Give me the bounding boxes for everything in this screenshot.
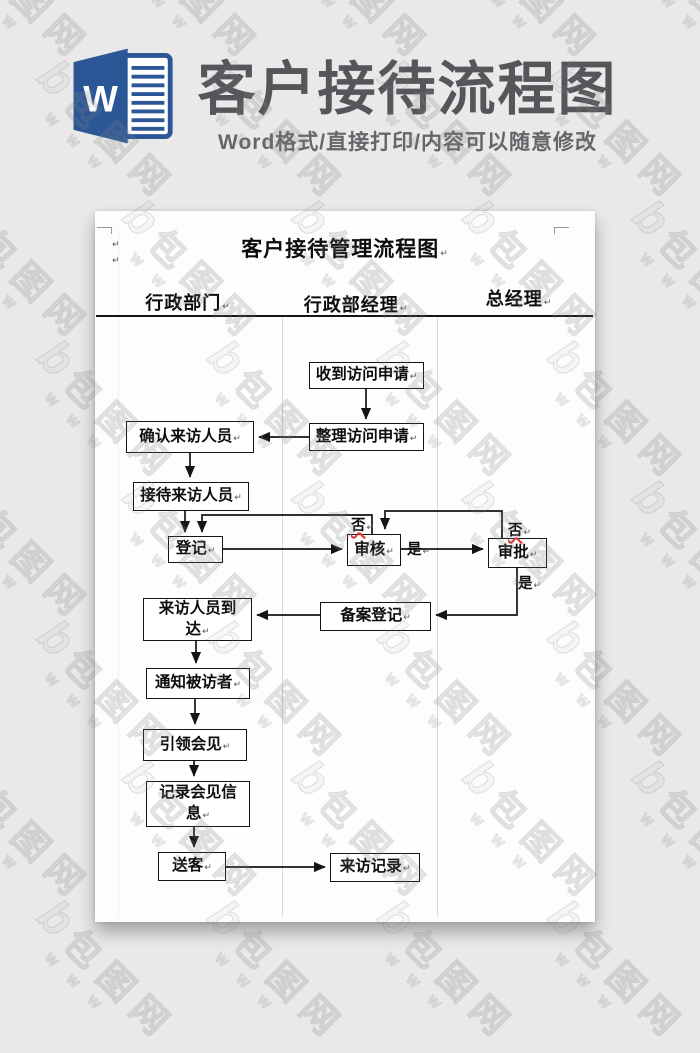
flow-node-register[interactable]: 登记↵ xyxy=(168,536,223,563)
paragraph-mark: ↵ xyxy=(399,303,409,313)
lane-header-admin-dept: 行政部门↵ xyxy=(145,293,231,313)
edge-label-no-review: 否↵ xyxy=(351,518,375,534)
edge-label-yes-approve: 是↵ xyxy=(518,576,542,592)
text-boundary-line xyxy=(118,229,119,916)
paragraph-mark: ↵ xyxy=(409,432,418,443)
lane-header-rule xyxy=(96,315,593,317)
lane-header-general-manager: 总经理↵ xyxy=(485,289,553,309)
paragraph-mark: ↵ xyxy=(402,863,411,874)
flow-node-organize-application[interactable]: 整理访问申请↵ xyxy=(309,423,424,451)
paragraph-mark: ↵ xyxy=(422,546,431,556)
text-boundary-corner-mark xyxy=(97,227,112,234)
flow-node-confirm-visitors[interactable]: 确认来访人员↵ xyxy=(126,421,254,453)
paragraph-mark: ↵ xyxy=(112,255,120,265)
paragraph-mark: ↵ xyxy=(366,522,375,532)
word-icon-letter: W xyxy=(83,78,118,119)
paragraph-mark: ↵ xyxy=(207,545,216,556)
template-subtitle: Word格式/直接打印/内容可以随意修改 xyxy=(218,131,597,154)
word-icon: W xyxy=(73,48,173,144)
paragraph-mark: ↵ xyxy=(403,612,411,623)
flow-node-approve[interactable]: 审批↵ xyxy=(488,538,547,568)
edge-label-no-approve: 否↵ xyxy=(508,523,532,539)
paragraph-mark: ↵ xyxy=(543,297,553,307)
template-header: W 客户接待流程图 Word格式/直接打印/内容可以随意修改 xyxy=(0,0,700,180)
paragraph-mark: ↵ xyxy=(523,527,532,537)
paragraph-mark: ↵ xyxy=(234,492,242,503)
flow-node-visit-record[interactable]: 来访记录↵ xyxy=(330,853,420,882)
flow-node-visitors-arrive[interactable]: 来访人员到达↵ xyxy=(143,598,252,641)
paragraph-mark: ↵ xyxy=(204,862,212,873)
paragraph-mark: ↵ xyxy=(112,239,120,249)
paragraph-mark: ↵ xyxy=(233,679,242,690)
paragraph-mark: ↵ xyxy=(533,580,542,590)
document-page: ↵ ↵ 客户接待管理流程图↵ 行政部门↵ 行政部经理↵ 总经理↵ xyxy=(95,211,595,922)
text-boundary-corner-mark xyxy=(554,227,569,234)
paragraph-mark: ↵ xyxy=(202,810,211,820)
flow-node-review[interactable]: 审核↵ xyxy=(347,534,401,566)
edge-label-yes-review: 是↵ xyxy=(407,542,431,558)
paragraph-mark: ↵ xyxy=(440,248,449,258)
paragraph-mark: ↵ xyxy=(233,432,241,443)
flow-node-host-visitors[interactable]: 接待来访人员↵ xyxy=(133,482,249,511)
lane-divider xyxy=(282,318,283,917)
flow-node-lead-meeting[interactable]: 引领会见↵ xyxy=(143,729,247,761)
paragraph-mark: ↵ xyxy=(386,545,394,556)
flow-node-receive-application[interactable]: 收到访问申请↵ xyxy=(309,362,424,389)
paragraph-mark: ↵ xyxy=(529,548,538,559)
paragraph-mark: ↵ xyxy=(201,625,210,636)
flow-connectors xyxy=(179,389,518,873)
flow-node-record-filing[interactable]: 备案登记↵ xyxy=(320,602,431,631)
template-title: 客户接待流程图 xyxy=(197,57,618,122)
flow-node-record-meeting-info[interactable]: 记录会见信息↵ xyxy=(146,781,250,827)
lane-header-admin-manager: 行政部经理↵ xyxy=(303,295,409,315)
paragraph-mark: ↵ xyxy=(222,301,231,311)
document-title: 客户接待管理流程图↵ xyxy=(241,238,449,261)
paragraph-mark: ↵ xyxy=(222,740,231,751)
flow-node-notify-host[interactable]: 通知被访者↵ xyxy=(146,668,250,699)
paragraph-mark: ↵ xyxy=(409,371,418,382)
flow-node-see-off[interactable]: 送客↵ xyxy=(158,852,226,881)
